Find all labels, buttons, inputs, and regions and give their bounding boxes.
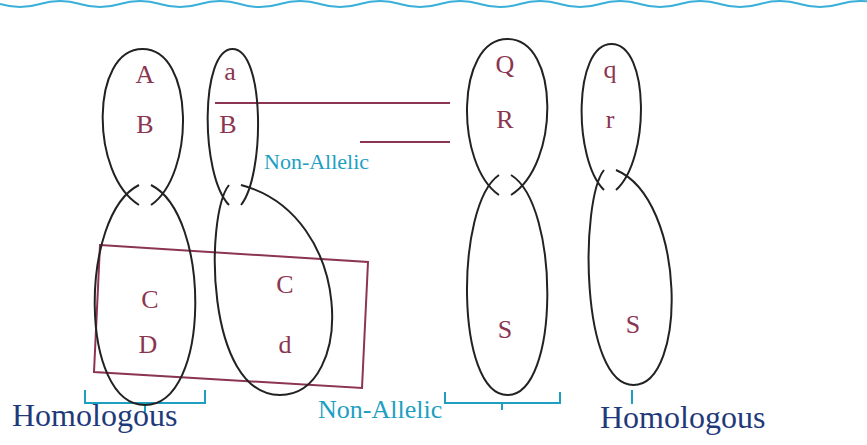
chromosome: Q R S (450, 35, 565, 400)
gene-letter: S (626, 312, 640, 338)
connector-line (360, 141, 450, 143)
gene-letter: r (606, 107, 615, 133)
chromosome-outline (190, 45, 360, 400)
chromosome-outline (450, 35, 565, 400)
annotation-label: Homologous (12, 398, 177, 433)
annotation-label: Non-Allelic (318, 396, 442, 425)
gene-letter: q (604, 57, 617, 83)
gene-letter: C (141, 287, 158, 313)
gene-letter: B (219, 112, 236, 138)
connector-line (215, 102, 450, 104)
edge-label: Non-Allelic (262, 150, 371, 174)
chromosome: AB CD (75, 45, 215, 410)
chromosome: aB Cd (190, 45, 360, 400)
gene-letter: C (276, 272, 293, 298)
gene-letter: B (136, 112, 153, 138)
gene-letter: d (279, 332, 292, 358)
gene-letter: D (139, 332, 158, 358)
chromosome-outline (467, 39, 547, 395)
gene-letter: S (498, 317, 512, 343)
chromosome-outline (208, 49, 332, 395)
chromosome: qrS (565, 40, 690, 390)
chromosome-outline (95, 49, 196, 405)
gene-letter: a (224, 59, 236, 85)
gene-letter: R (496, 107, 513, 133)
highlight-box (94, 245, 368, 388)
chromosome-outline (582, 44, 672, 385)
top-wave (0, 1, 867, 7)
gene-letter: Q (496, 52, 515, 78)
annotation-label: Homologous (600, 400, 765, 435)
gene-letter: A (136, 62, 155, 88)
